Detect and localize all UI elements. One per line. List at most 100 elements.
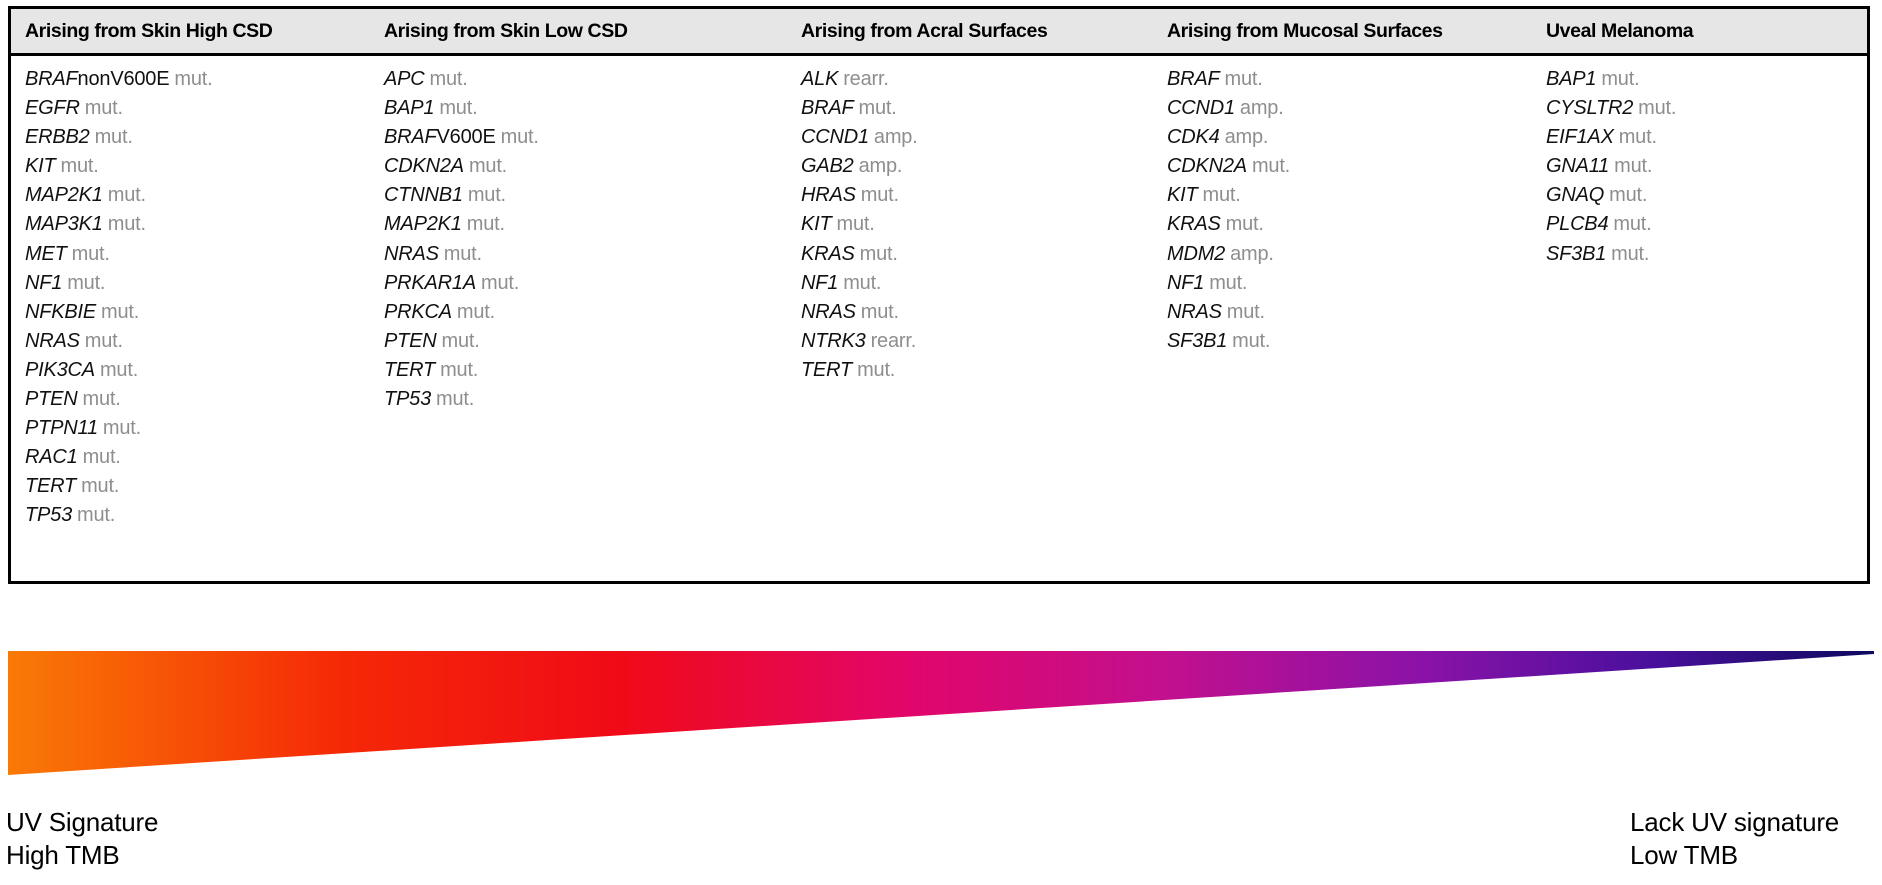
gene-symbol: TERT [801, 358, 853, 381]
alteration-type: mut. [429, 68, 468, 90]
alteration-type: mut. [67, 271, 106, 294]
alteration-type: mut. [439, 97, 478, 120]
gene-symbol: NF1 [1167, 271, 1205, 294]
gene-symbol: CYSLTR2 [1546, 97, 1634, 120]
gene-symbol: KIT [801, 213, 832, 236]
alteration-type: mut. [102, 417, 142, 440]
gene-symbol: PRKAR1A [384, 271, 476, 294]
gene-variant: nonV600E [77, 68, 170, 90]
alteration-type: mut. [1609, 184, 1648, 207]
right-axis-label: Lack UV signature Low TMB [1630, 806, 1839, 872]
gene-symbol: BAP1 [1546, 68, 1597, 90]
gene-symbol: SF3B1 [1546, 242, 1607, 265]
alteration-type: mut. [436, 388, 475, 411]
alteration-type: mut. [1611, 242, 1650, 265]
alteration-type: mut. [82, 388, 121, 411]
gene-symbol: MDM2 [1167, 242, 1226, 265]
alteration-type: mut. [1226, 300, 1265, 323]
alteration-type: mut. [1614, 155, 1653, 178]
alteration-type: amp. [858, 155, 903, 178]
gene-symbol: PLCB4 [1546, 213, 1609, 236]
gene-symbol: CCND1 [801, 126, 869, 149]
gene-symbol: BRAF [25, 68, 78, 90]
alteration-type: mut. [456, 300, 496, 323]
alteration-type: mut. [107, 184, 146, 207]
gene-symbol: EIF1AX [1546, 126, 1614, 149]
gene-symbol: BRAF [801, 97, 854, 120]
alteration-type: mut. [480, 271, 520, 294]
gene-symbol: PTEN [384, 329, 437, 352]
alteration-type: mut. [1618, 126, 1657, 149]
alteration-type: mut. [1202, 184, 1241, 207]
gene-symbol: BRAF [1167, 68, 1220, 90]
alteration-type: mut. [1225, 213, 1264, 236]
gene-symbol: NRAS [1167, 300, 1222, 323]
gene-symbol: RAC1 [25, 446, 78, 469]
gene-symbol: HRAS [801, 184, 856, 207]
alteration-type: amp. [1230, 242, 1274, 265]
alteration-type: mut. [1601, 68, 1640, 90]
alteration-type: mut. [843, 271, 882, 294]
alteration-type: mut. [60, 155, 99, 178]
gene-symbol: BRAF [384, 126, 437, 149]
alteration-type: mut. [174, 68, 213, 90]
gene-symbol: TERT [384, 358, 436, 381]
right-axis-label-line2: Low TMB [1630, 840, 1738, 870]
column-header-uveal-melanoma: Uveal Melanoma [1546, 19, 1694, 42]
gene-symbol: TP53 [25, 504, 73, 527]
alteration-type: mut. [1209, 271, 1248, 294]
column-header-acral-surfaces: Arising from Acral Surfaces [801, 19, 1048, 42]
gene-symbol: TP53 [384, 388, 432, 411]
gene-symbol: ERBB2 [25, 126, 90, 149]
wedge-polygon [8, 651, 1874, 775]
alteration-type: mut. [860, 300, 899, 323]
alteration-type: mut. [443, 242, 482, 265]
gene-symbol: NF1 [25, 271, 63, 294]
alteration-type: mut. [466, 213, 505, 236]
alteration-type: mut. [84, 329, 123, 352]
alteration-type: mut. [101, 300, 140, 323]
gene-symbol: CDKN2A [384, 155, 464, 178]
alteration-type: mut. [1232, 329, 1271, 352]
gradient-wedge-svg [8, 651, 1874, 775]
alteration-type: amp. [873, 126, 918, 149]
alteration-type: amp. [1224, 126, 1269, 149]
gene-symbol: MAP2K1 [25, 184, 103, 207]
gene-symbol: NRAS [801, 300, 856, 323]
gene-symbol: GNAQ [1546, 184, 1605, 207]
